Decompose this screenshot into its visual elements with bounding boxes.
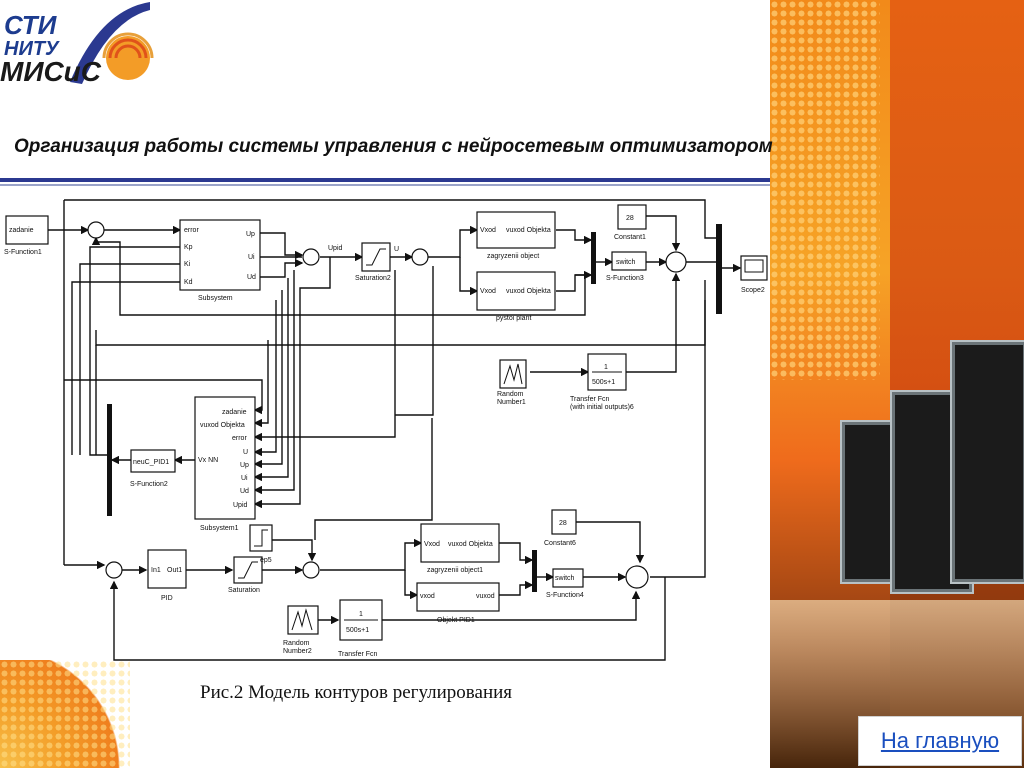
port-vxod-2: Vxod bbox=[480, 288, 496, 295]
logo-text-sti: СТИ bbox=[4, 10, 57, 40]
label-step5: ep5 bbox=[260, 557, 272, 564]
signal-upid: Upid bbox=[328, 245, 343, 252]
label-tf6: Transfer Fcn(with initial outputs)6 bbox=[570, 396, 634, 411]
port-vuxod-lc: vuxod bbox=[476, 593, 495, 600]
label-constant6: Constant6 bbox=[544, 540, 576, 547]
signal-u: U bbox=[394, 246, 399, 253]
logo: СТИ НИТУ МИСиС bbox=[0, 0, 160, 92]
nn-port-error: error bbox=[232, 435, 247, 442]
slide-title: Организация работы системы управления с … bbox=[14, 136, 773, 157]
label-pid: PID bbox=[161, 595, 173, 602]
label-sfunction3: S-Function3 bbox=[606, 275, 644, 282]
nn-port-out: Vx NN bbox=[198, 457, 218, 464]
label-scope2: Scope2 bbox=[741, 287, 765, 294]
label-subsystem: Subsystem bbox=[198, 295, 233, 302]
simulink-diagram: zadanie S-Function1 error Kp Ki Kd Up Ui… bbox=[4, 199, 768, 661]
pid-port-out1: Out1 bbox=[167, 567, 182, 574]
tf-den: 500s+1 bbox=[346, 627, 369, 634]
port-vuxod-3: vuxod Objekta bbox=[448, 541, 493, 548]
label-transfer-fcn: Transfer Fcn bbox=[338, 651, 378, 658]
label-zagryzenii-object1: zagryzenii object1 bbox=[427, 567, 483, 574]
block-neuc-pid1: neuC_PID1 bbox=[133, 459, 169, 466]
port-vxod: Vxod bbox=[480, 227, 496, 234]
port-vuxod: vuxod Objekta bbox=[506, 227, 551, 234]
pid-port-in1: In1 bbox=[151, 567, 161, 574]
label-sfunction1: S-Function1 bbox=[4, 249, 42, 256]
label-subsystem1: Subsystem1 bbox=[200, 525, 239, 532]
label-zagryzenii-object: zagryzenii object bbox=[487, 253, 539, 260]
tf-num: 1 bbox=[359, 611, 363, 618]
label-saturation2: Saturation2 bbox=[355, 275, 391, 282]
block-switch-2: switch bbox=[555, 575, 575, 582]
decorative-corner bbox=[0, 660, 130, 768]
block-switch: switch bbox=[616, 259, 636, 266]
nn-port-zadanie: zadanie bbox=[222, 409, 247, 416]
home-link[interactable]: На главную bbox=[880, 728, 1000, 753]
nn-port-vuxod: vuxod Objekta bbox=[200, 422, 245, 429]
nn-port-u: U bbox=[243, 449, 248, 456]
port-kd: Kd bbox=[184, 279, 193, 286]
constant6-value: 28 bbox=[559, 520, 567, 527]
label-objekt-pid1: Objekt PID1 bbox=[437, 617, 475, 624]
tf6-den: 500s+1 bbox=[592, 379, 615, 386]
constant1-value: 28 bbox=[626, 215, 634, 222]
home-button[interactable]: На главную bbox=[858, 716, 1022, 766]
label-sfunction2: S-Function2 bbox=[130, 481, 168, 488]
block-zadanie: zadanie bbox=[9, 227, 34, 234]
figure-caption: Рис.2 Модель контуров регулирования bbox=[200, 682, 513, 703]
port-vxod-lc: vxod bbox=[420, 593, 435, 600]
tf6-num: 1 bbox=[604, 364, 608, 371]
title-divider bbox=[0, 178, 770, 182]
port-vxod-3: Vxod bbox=[424, 541, 440, 548]
nn-port-ud: Ud bbox=[240, 488, 249, 495]
port-kp: Kp bbox=[184, 244, 193, 251]
logo-text-nitu: НИТУ bbox=[4, 38, 59, 60]
nn-port-up: Up bbox=[240, 462, 249, 469]
label-sfunction4: S-Function4 bbox=[546, 592, 584, 599]
label-constant1: Constant1 bbox=[614, 234, 646, 241]
port-vuxod-2: vuxod Objekta bbox=[506, 288, 551, 295]
monitor-graphic bbox=[950, 340, 1024, 584]
port-ui: Ui bbox=[248, 254, 255, 261]
label-saturation: Saturation bbox=[228, 587, 260, 594]
port-up: Up bbox=[246, 231, 255, 238]
decorative-right-panel bbox=[770, 0, 1024, 768]
nn-port-upid: Upid bbox=[233, 502, 248, 509]
port-ki: Ki bbox=[184, 261, 191, 268]
title-divider-thin bbox=[0, 184, 770, 186]
logo-text-misis: МИСиС bbox=[0, 56, 102, 87]
port-error: error bbox=[184, 227, 199, 234]
nn-port-ui: Ui bbox=[241, 475, 248, 482]
port-ud: Ud bbox=[247, 274, 256, 281]
label-pystoi-plant: pystoi plant bbox=[496, 315, 531, 322]
